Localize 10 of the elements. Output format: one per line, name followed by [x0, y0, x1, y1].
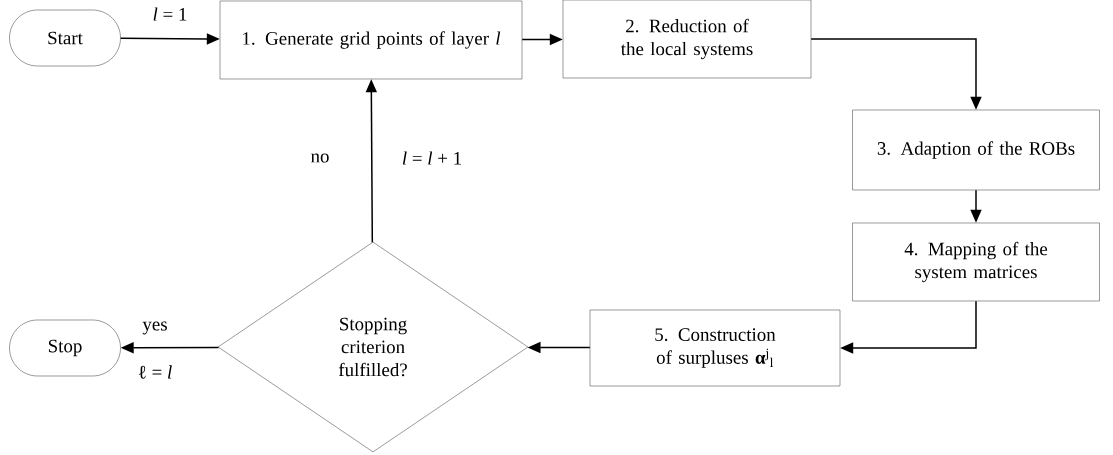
formula-label: l = l + 1 [402, 151, 461, 165]
process-box: 3. Adaption of the ROBs [852, 109, 1100, 191]
process-box: 4. Mapping of the system matrices [852, 222, 1100, 302]
edge-label: l = 1 [151, 6, 189, 22]
edge-label: yes [141, 320, 169, 336]
process-box: 5. Construction of surpluses α$^{j}$l [589, 309, 841, 387]
process-box: 1. Generate grid points of layer l [219, 0, 523, 80]
edge-label: no [309, 152, 331, 164]
formula-label: ℓ = l [138, 365, 172, 379]
process-box: 2. Reduction of the local systems [562, 0, 812, 79]
